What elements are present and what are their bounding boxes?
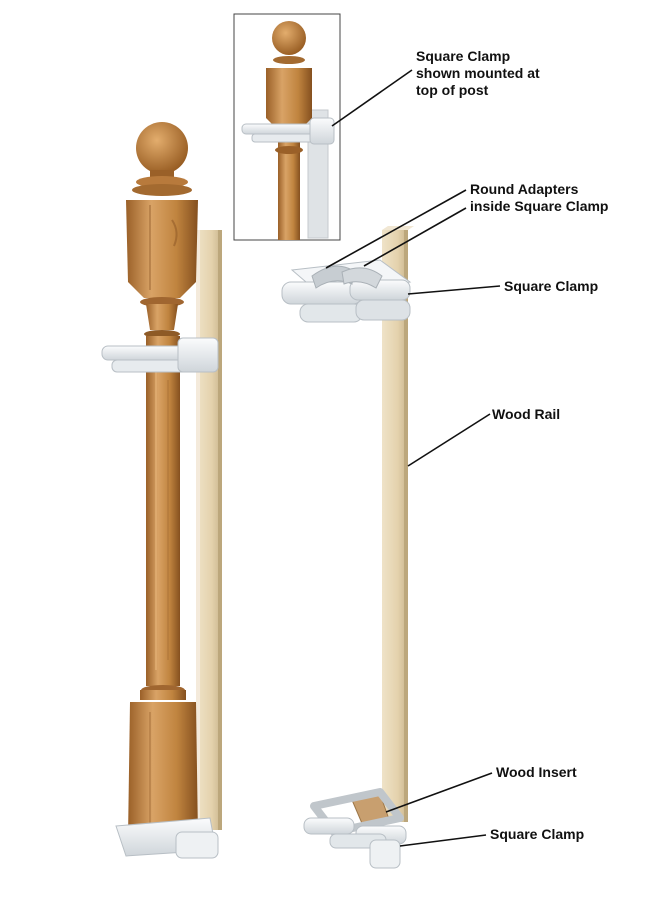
callout-line: Square Clamp [416,48,511,64]
callout-line: Square Clamp [504,278,599,294]
wooden-newel-post-icon [126,122,198,838]
callout-square-clamp-lower: Square Clamp [490,826,584,843]
leader-line-square-clamp-upper [407,285,501,295]
leader-line-wood-insert [385,772,493,813]
leader-line-adapter-2 [363,207,467,267]
leader-lines [325,69,501,847]
inset-top-mount [233,13,341,241]
callout-top-clamp: Square Clamp shown mounted at top of pos… [416,48,540,99]
callout-line: top of post [416,82,489,98]
leader-line-wood-rail [407,413,491,467]
square-clamp-icon [303,788,407,869]
callout-line: inside Square Clamp [470,198,609,214]
callout-round-adapters: Round Adapters inside Square Clamp [470,181,608,215]
callout-line: Square Clamp [490,826,585,842]
callout-wood-rail: Wood Rail [492,406,560,423]
left-assembly [101,122,222,859]
square-clamp-icon [101,337,219,373]
callout-wood-insert: Wood Insert [496,764,577,781]
wood-rail-icon [382,226,414,822]
callout-square-clamp-upper: Square Clamp [504,278,598,295]
callout-line: Wood Insert [496,764,577,780]
callout-line: shown mounted at [416,65,540,81]
square-clamp-icon [241,117,335,145]
leader-line-square-clamp-lower [399,834,487,847]
right-assembly [281,226,414,869]
round-adapters-icon [311,265,383,289]
square-clamp-icon [115,817,219,859]
wood-rail-icon [196,230,222,830]
callout-line: Round Adapters [470,181,579,197]
leader-line-adapter-1 [325,189,467,269]
callout-line: Wood Rail [492,406,561,422]
leader-line-top-clamp [331,69,413,127]
